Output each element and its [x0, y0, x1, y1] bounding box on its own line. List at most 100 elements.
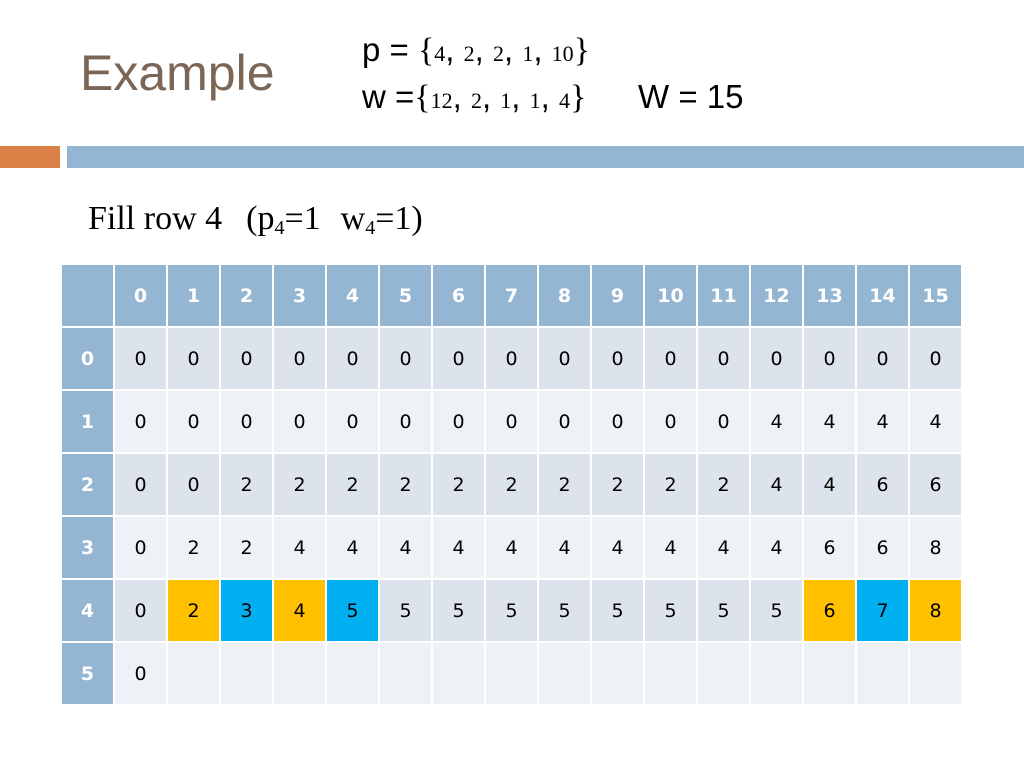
table-cell: [908, 641, 963, 706]
table-cell-highlighted: 3: [219, 578, 274, 643]
profits-set: p = {4, 2, 2, 1, 10}: [362, 31, 590, 69]
profit-value: 2: [463, 41, 475, 66]
table-cell: 0: [643, 389, 698, 454]
table-cell: 0: [272, 389, 327, 454]
table-cell: [166, 641, 221, 706]
table-cell: 4: [643, 515, 698, 580]
table-cell: 0: [431, 389, 486, 454]
weights-set: w ={12, 2, 1, 1, 4}: [362, 78, 587, 116]
table-cell: [749, 641, 804, 706]
row-header: 1: [60, 389, 115, 454]
table-cell: 2: [272, 452, 327, 517]
profit-value: 1: [522, 41, 534, 66]
table-cell: 2: [219, 452, 274, 517]
table-cell: 5: [749, 578, 804, 643]
table-cell: 8: [908, 515, 963, 580]
subtitle-p-value: =1: [284, 200, 321, 237]
table-cell: 5: [431, 578, 486, 643]
table-cell: [590, 641, 645, 706]
table-cell: 0: [113, 515, 168, 580]
table-cell: 0: [855, 326, 910, 391]
row-header: 3: [60, 515, 115, 580]
column-header: 3: [272, 263, 327, 328]
weight-value: 1: [500, 88, 512, 113]
subtitle-p-subscript: 4: [274, 217, 285, 239]
column-header: 11: [696, 263, 751, 328]
table-cell: 0: [484, 389, 539, 454]
accent-bar-blue: [67, 146, 1024, 168]
table-cell: 5: [643, 578, 698, 643]
capacity-label: W = 15: [638, 78, 744, 115]
table-cell: 4: [802, 389, 857, 454]
table-cell: [537, 641, 592, 706]
table-cell: 0: [908, 326, 963, 391]
table-cell: [378, 641, 433, 706]
table-cell: 0: [378, 326, 433, 391]
column-header: 4: [325, 263, 380, 328]
table-cell-highlighted: 4: [272, 578, 327, 643]
subtitle-w-value: =1): [375, 200, 423, 237]
slide-title: Example: [80, 45, 275, 101]
table-cell: 4: [696, 515, 751, 580]
column-header: 15: [908, 263, 963, 328]
table-cell: [696, 641, 751, 706]
accent-bar-orange: [0, 146, 60, 168]
column-header: 1: [166, 263, 221, 328]
subtitle-w-subscript: 4: [365, 217, 376, 239]
table-cell: 0: [484, 326, 539, 391]
table-cell: [802, 641, 857, 706]
row-header: 4: [60, 578, 115, 643]
table-cell: 2: [166, 515, 221, 580]
weight-value: 1: [529, 88, 541, 113]
profits-label: p =: [362, 31, 418, 68]
table-cell: 2: [590, 452, 645, 517]
table-cell: 5: [378, 578, 433, 643]
table-cell-highlighted: 7: [855, 578, 910, 643]
table-cell: 0: [113, 326, 168, 391]
row-header: 2: [60, 452, 115, 517]
weights-label: w =: [362, 78, 415, 115]
table-cell: [219, 641, 274, 706]
table-cell: 4: [431, 515, 486, 580]
column-header: 2: [219, 263, 274, 328]
table-cell: 4: [484, 515, 539, 580]
table-cell: 0: [325, 326, 380, 391]
column-header: 14: [855, 263, 910, 328]
table-cell: 2: [643, 452, 698, 517]
subtitle-p: (p: [246, 200, 275, 237]
column-header: 0: [113, 263, 168, 328]
table-cell: 2: [696, 452, 751, 517]
table-cell: 0: [378, 389, 433, 454]
table-cell: 4: [749, 452, 804, 517]
table-cell: 4: [855, 389, 910, 454]
table-cell: 0: [272, 326, 327, 391]
table-cell-highlighted: 6: [802, 578, 857, 643]
table-cell: 0: [166, 389, 221, 454]
weight-value: 12: [430, 88, 453, 113]
column-header: 12: [749, 263, 804, 328]
column-header: 9: [590, 263, 645, 328]
table-cell: 2: [484, 452, 539, 517]
subtitle-w: w: [340, 200, 366, 237]
table-cell: 4: [749, 389, 804, 454]
table-corner: [60, 263, 115, 328]
table-cell: 0: [696, 326, 751, 391]
table-cell: 4: [537, 515, 592, 580]
table-cell: [855, 641, 910, 706]
table-cell: 2: [431, 452, 486, 517]
table-cell: 0: [749, 326, 804, 391]
table-cell: [643, 641, 698, 706]
table-cell: 0: [113, 578, 168, 643]
table-cell: [431, 641, 486, 706]
table-cell: 4: [590, 515, 645, 580]
table-cell: 4: [802, 452, 857, 517]
table-cell: 0: [590, 326, 645, 391]
profit-value: 2: [492, 41, 504, 66]
weight-value: 2: [470, 88, 482, 113]
